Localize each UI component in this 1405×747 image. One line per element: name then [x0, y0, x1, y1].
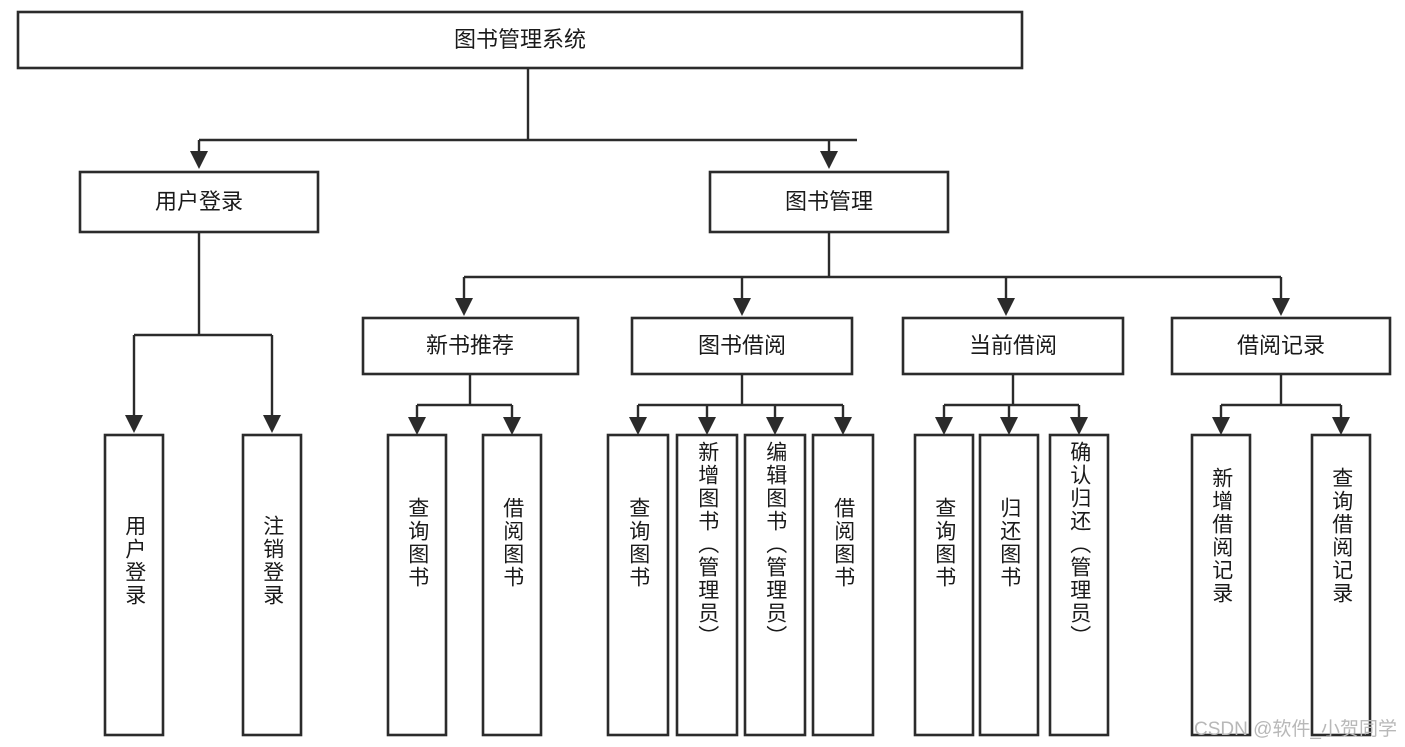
leaf-box-logout[interactable]: [241, 433, 303, 737]
edge-group-current-borrow: [935, 374, 1088, 435]
leaf-box-query-book-2[interactable]: [606, 433, 670, 737]
leaf-box-user-login[interactable]: [103, 433, 165, 737]
node-borrow-record[interactable]: 借阅记录: [1170, 316, 1392, 376]
leaf-box-return-book[interactable]: [978, 433, 1040, 737]
leaf-box-borrow-book-1[interactable]: [481, 433, 543, 737]
leaf-box-edit-book[interactable]: [743, 433, 807, 737]
edge-group-book-borrow: [629, 374, 852, 435]
node-root-system-label: 图书管理系统: [454, 27, 586, 52]
leaf-box-query-book-1[interactable]: [386, 433, 448, 737]
node-book-borrow[interactable]: 图书借阅: [630, 316, 854, 376]
node-book-management[interactable]: 图书管理: [708, 170, 950, 234]
node-current-borrow[interactable]: 当前借阅: [901, 316, 1125, 376]
node-current-borrow-label: 当前借阅: [969, 333, 1057, 358]
leaf-box-query-record[interactable]: [1310, 433, 1372, 737]
edge-group-user-login: [125, 232, 281, 433]
edge-group-new-book: [408, 374, 521, 435]
leaf-box-query-book-3[interactable]: [913, 433, 975, 737]
node-new-book-recommend[interactable]: 新书推荐: [361, 316, 580, 376]
edge-group-borrow-record: [1212, 374, 1350, 435]
edge-group-book-management: [455, 232, 1290, 316]
leaf-box-borrow-book-2[interactable]: [811, 433, 875, 737]
leaf-boxes: [103, 433, 1372, 737]
node-root-system[interactable]: 图书管理系统: [16, 10, 1024, 70]
node-user-login[interactable]: 用户登录: [78, 170, 320, 234]
node-user-login-label: 用户登录: [155, 189, 243, 214]
edge-group-root: [190, 68, 857, 169]
watermark-text: CSDN @软件_小贺同学: [1194, 719, 1397, 740]
node-book-borrow-label: 图书借阅: [698, 333, 786, 358]
leaf-box-confirm-return[interactable]: [1048, 433, 1110, 737]
node-new-book-recommend-label: 新书推荐: [426, 333, 514, 358]
leaf-box-add-record[interactable]: [1190, 433, 1252, 737]
node-book-management-label: 图书管理: [785, 189, 873, 214]
node-borrow-record-label: 借阅记录: [1237, 333, 1325, 358]
leaf-box-add-book[interactable]: [675, 433, 739, 737]
